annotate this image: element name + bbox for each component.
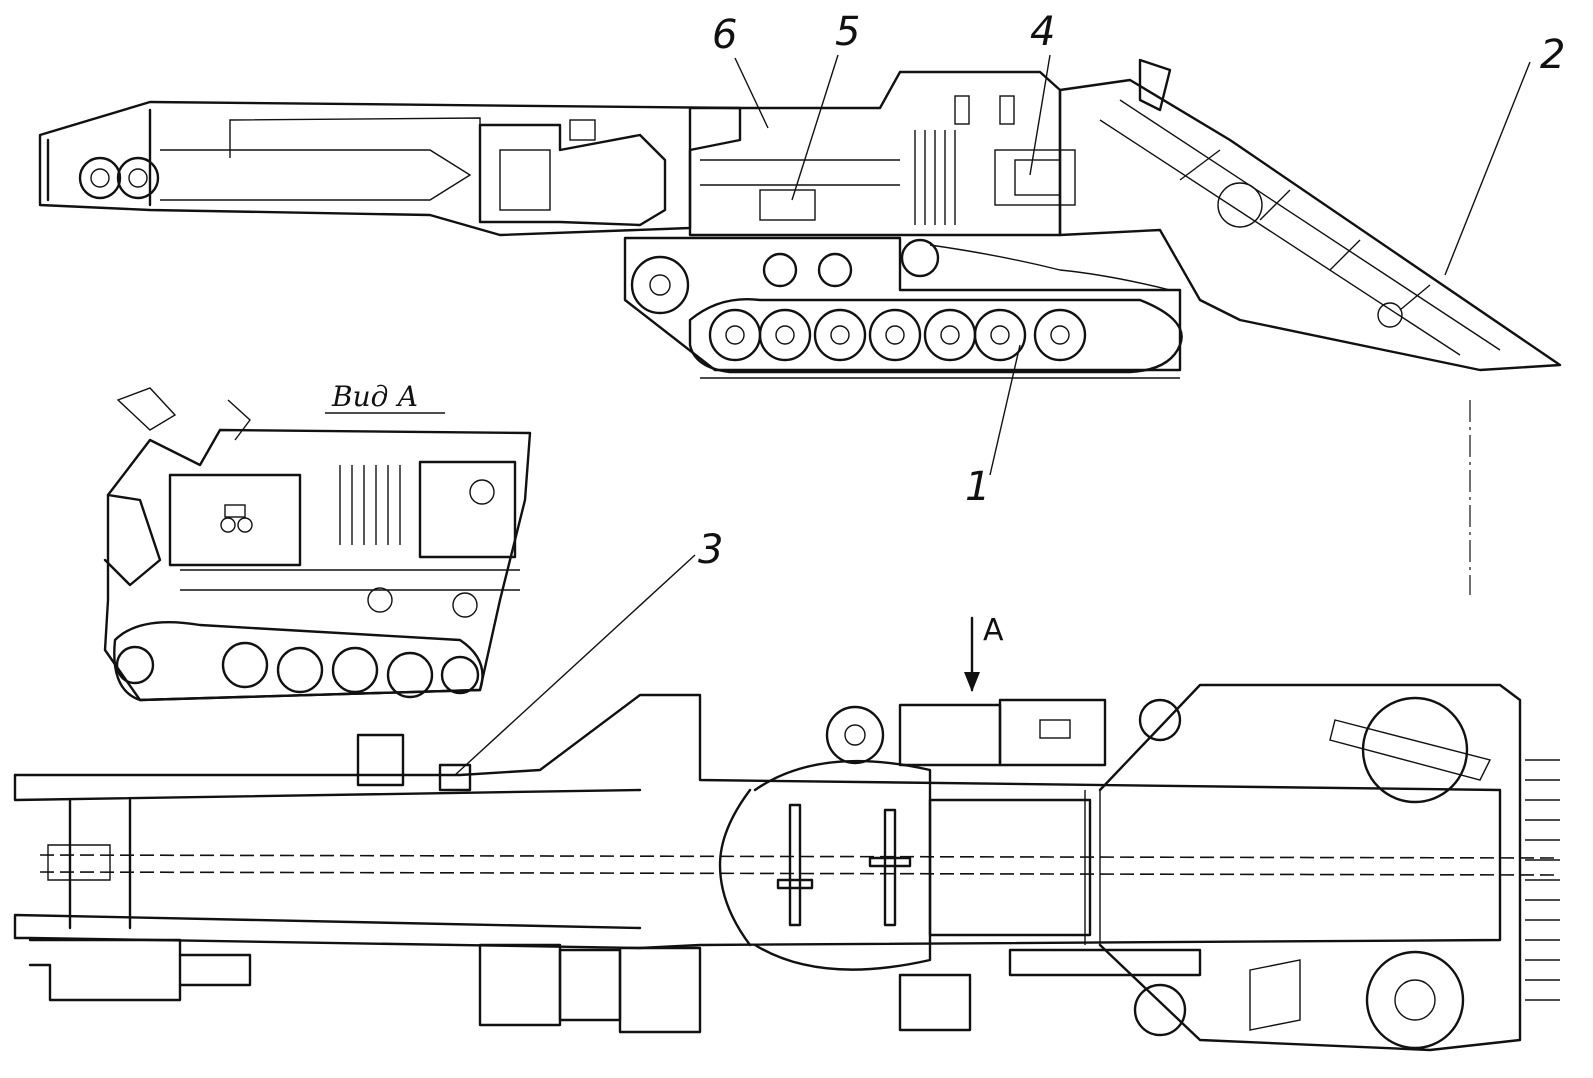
callout-2: 2 bbox=[1540, 32, 1565, 78]
view-a-label-group: Вид А bbox=[325, 380, 445, 414]
callout-5: 5 bbox=[835, 9, 860, 55]
view-arrow-label: А bbox=[983, 613, 1004, 648]
callout-1: 1 bbox=[965, 464, 990, 510]
plan-view bbox=[13, 683, 1561, 1052]
callout-6: 6 bbox=[712, 12, 737, 58]
callout-3: 3 bbox=[698, 527, 723, 573]
side-elevation-view bbox=[38, 58, 1562, 379]
callouts: 6 5 4 2 1 3 bbox=[454, 9, 1565, 776]
view-arrow: А bbox=[964, 613, 1004, 692]
track-wheels bbox=[630, 238, 1087, 362]
callout-4: 4 bbox=[1030, 9, 1055, 55]
view-a-drawing bbox=[103, 387, 532, 702]
view-a-label: Вид А bbox=[331, 380, 418, 413]
